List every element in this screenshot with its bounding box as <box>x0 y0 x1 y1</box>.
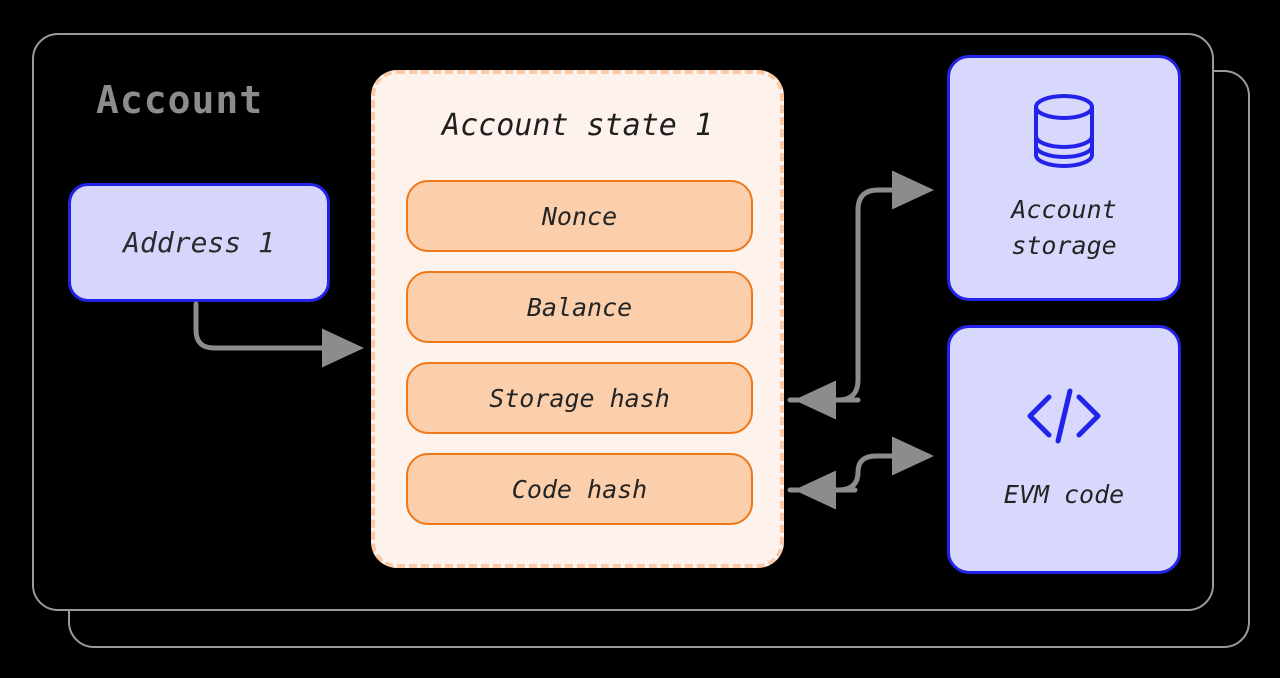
address-node-label: Address 1 <box>123 226 275 259</box>
field-balance[interactable]: Balance <box>406 271 753 343</box>
account-state-title: Account state 1 <box>442 108 713 143</box>
page-title: Account <box>96 78 264 122</box>
field-balance-label: Balance <box>526 292 633 322</box>
field-nonce-label: Nonce <box>541 201 618 231</box>
field-nonce[interactable]: Nonce <box>406 180 753 252</box>
evm-code-node[interactable]: EVM code <box>947 325 1181 574</box>
account-storage-node[interactable]: Account storage <box>947 55 1181 301</box>
field-storage-hash[interactable]: Storage hash <box>406 362 753 434</box>
account-storage-label: Account storage <box>1011 194 1117 260</box>
address-node[interactable]: Address 1 <box>68 183 330 302</box>
account-state-field-list: Nonce Balance Storage hash Code hash <box>406 180 753 544</box>
code-brackets-icon <box>1023 385 1105 447</box>
field-code-hash-label: Code hash <box>511 474 648 504</box>
field-code-hash[interactable]: Code hash <box>406 453 753 525</box>
account-state-panel: Account state 1 Nonce Balance Storage ha… <box>371 70 784 568</box>
database-icon <box>1031 92 1097 170</box>
evm-code-label: EVM code <box>1003 480 1125 510</box>
field-storage-hash-label: Storage hash <box>489 383 670 413</box>
